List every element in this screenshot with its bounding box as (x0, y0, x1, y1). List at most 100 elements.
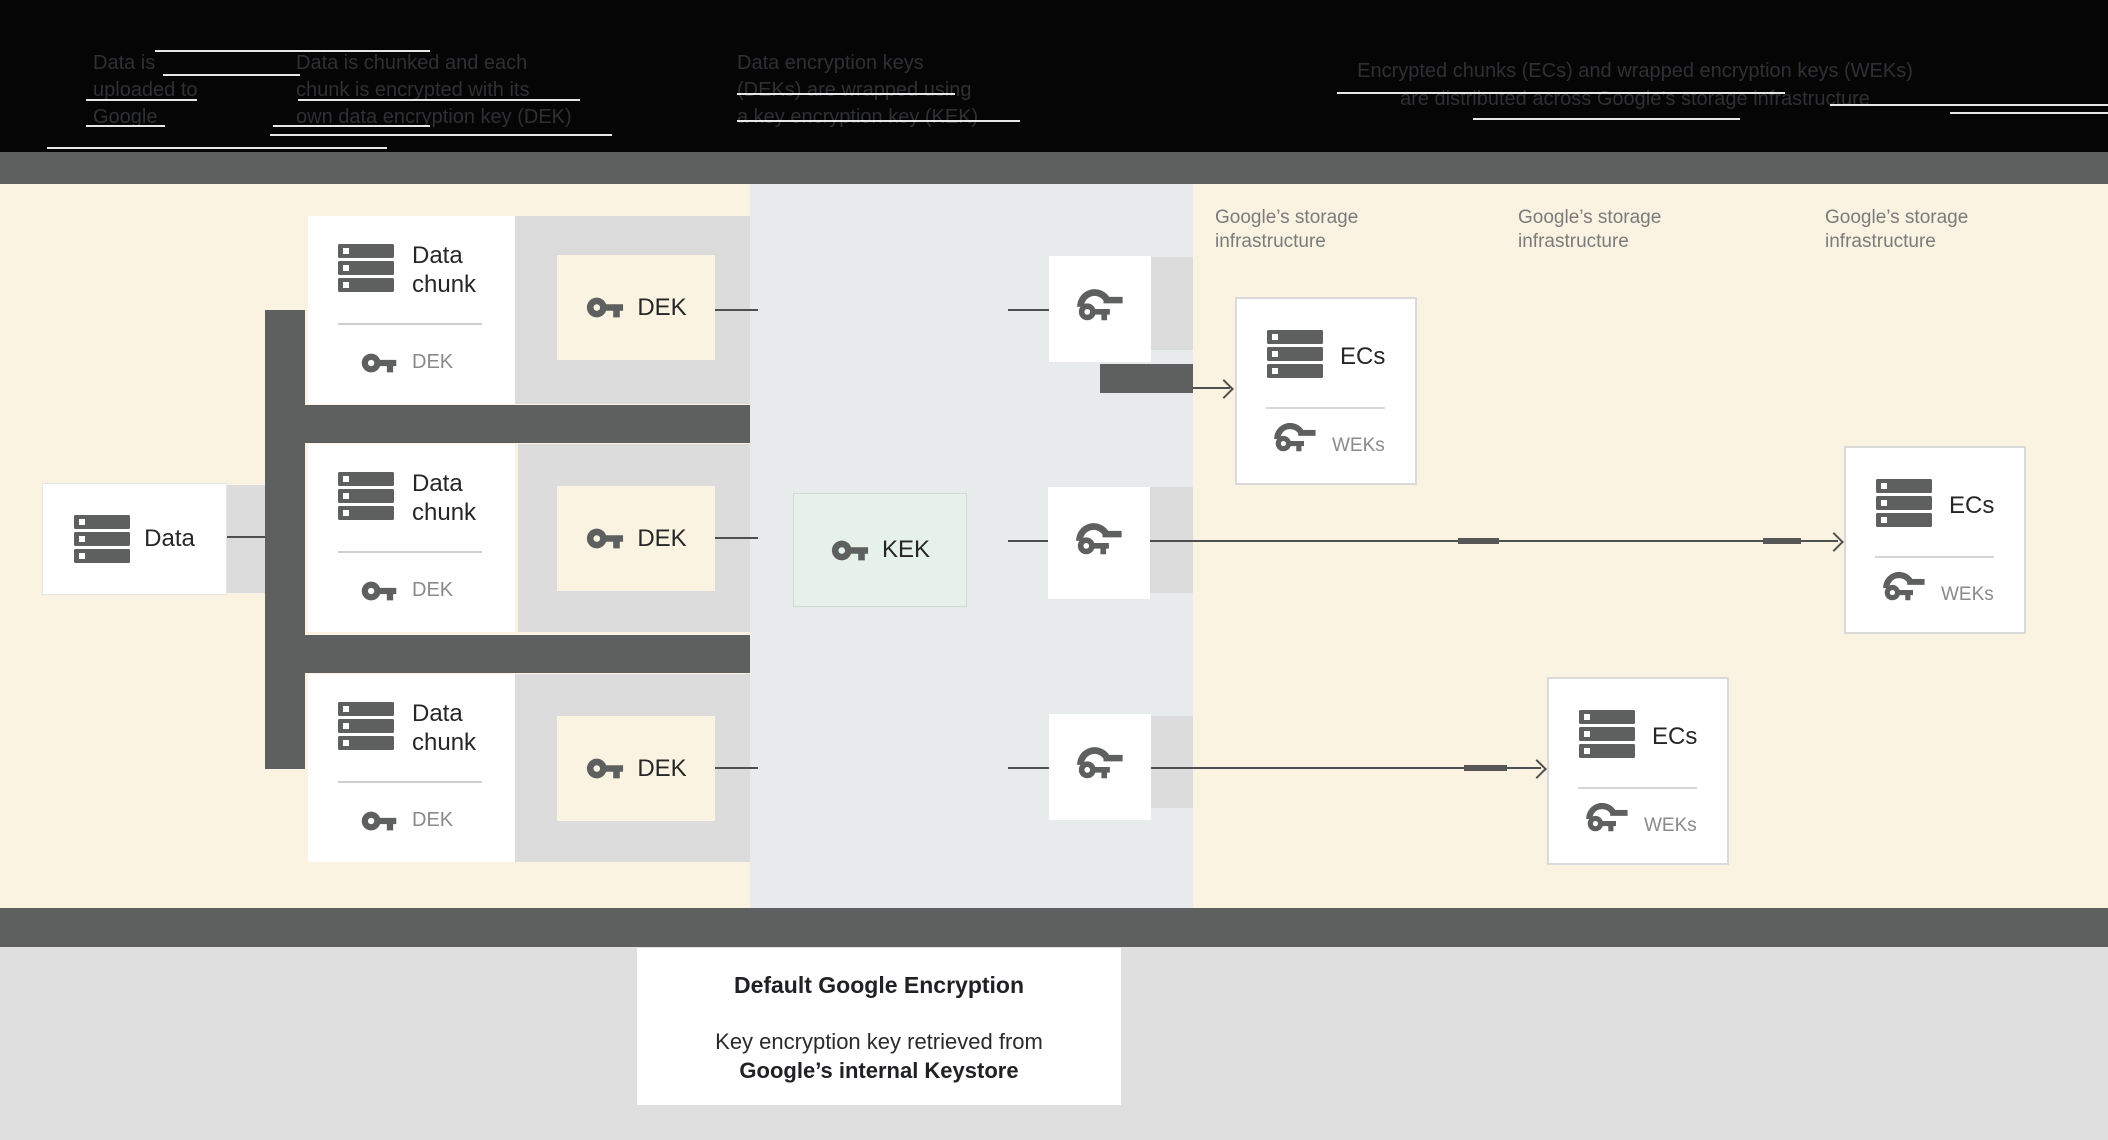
storage-infrastructure-label: Google’s storage infrastructure (1825, 206, 1968, 254)
chunk-title-line: Data (412, 470, 463, 497)
header-streak (86, 99, 197, 101)
chunk-key-label: DEK (412, 809, 454, 831)
data-icon (338, 244, 394, 292)
caption-title: Default Google Encryption (733, 972, 1025, 998)
header-streak (155, 50, 430, 52)
wrapped-key-icon (1273, 423, 1317, 459)
ecs-box: ECs WEKs (1547, 677, 1729, 865)
step-2-description: Data is chunked and each chunk is encryp… (296, 50, 572, 131)
header-streak (1950, 112, 2108, 114)
step-text-line: Data encryption keys (737, 52, 924, 74)
wrapped-key-icon (1585, 803, 1629, 839)
wrapped-key-output-bar (1100, 364, 1193, 393)
connector-strip (225, 485, 265, 593)
weks-label: WEKs (1644, 815, 1697, 836)
data-box-label: Data (144, 525, 195, 552)
chunk-title-line: chunk (412, 729, 477, 756)
ecs-title: ECs (1340, 343, 1386, 370)
line-thick-segment (1763, 538, 1801, 544)
key-icon (587, 758, 624, 779)
caption-line: Google’s internal Keystore (739, 1058, 1019, 1083)
weks-label: WEKs (1332, 435, 1385, 456)
header-streak (1473, 118, 1740, 120)
top-divider-band (0, 152, 2108, 184)
card-divider (338, 781, 482, 783)
card-divider (338, 551, 482, 553)
data-icon (1876, 479, 1932, 527)
ecs-title: ECs (1652, 723, 1698, 750)
connector-line (712, 767, 758, 769)
connector-strip (1150, 257, 1193, 350)
chunk-title: Data chunk (412, 241, 476, 299)
storage-label-line: infrastructure (1518, 231, 1629, 252)
key-icon (361, 811, 397, 831)
chunk-title-line: Data (412, 700, 463, 727)
connector-line (225, 536, 265, 538)
data-chunk-card: Data chunk DEK (308, 216, 515, 404)
card-divider (1875, 556, 1994, 558)
connector-line (713, 309, 758, 311)
step-text-line: Data is chunked and each (296, 52, 528, 74)
connector-line (1008, 540, 1048, 542)
data-icon (1267, 330, 1323, 378)
key-icon (361, 581, 397, 601)
header-streak (1337, 92, 1785, 94)
data-icon (338, 702, 394, 750)
header-streak (163, 74, 300, 76)
chunk-title-line: Data (412, 242, 463, 269)
dek-box: DEK (557, 716, 715, 821)
caption-box: Default Google Encryption Key encryption… (637, 948, 1121, 1105)
header-streak (737, 120, 1020, 122)
header-streak (1830, 104, 2108, 106)
connector-strip (1151, 716, 1193, 808)
step-text-line: (DEKs) are wrapped using (737, 79, 972, 101)
header-streak (298, 99, 580, 101)
wrapped-key-box (1048, 487, 1150, 599)
data-icon (74, 515, 131, 563)
data-chunk-card: Data chunk DEK (308, 674, 515, 862)
dek-box-label: DEK (637, 754, 687, 782)
arrow-line-to-ecs3 (1151, 767, 1541, 769)
storage-label-line: Google’s storage (1825, 207, 1969, 228)
connector-line (713, 537, 758, 539)
ecs-box: ECs WEKs (1235, 297, 1417, 485)
card-divider (1266, 407, 1385, 409)
chunk-title: Data chunk (412, 469, 476, 527)
step-text-line: uploaded to (93, 79, 198, 101)
chunk-key-label: DEK (412, 351, 454, 373)
step-text-line: chunk is encrypted with its (296, 79, 530, 101)
chunk-row-band (265, 405, 750, 443)
header-streak (86, 125, 165, 127)
wrapped-key-icon (1076, 747, 1124, 787)
header-streak (270, 134, 612, 136)
step-3-description: Data encryption keys (DEKs) are wrapped … (737, 50, 978, 131)
data-icon (338, 472, 394, 520)
dek-box-label: DEK (637, 293, 687, 321)
wrapped-key-icon (1076, 289, 1124, 329)
header-streak (273, 125, 430, 127)
caption-line: Key encryption key retrieved from (715, 1029, 1043, 1054)
line-thick-segment (1464, 765, 1507, 771)
wrapped-key-box (1049, 714, 1151, 820)
wrapped-key-icon (1075, 523, 1123, 563)
step-text-line: Google (93, 106, 158, 128)
chunk-title-line: chunk (412, 499, 477, 526)
step-text-line: Encrypted chunks (ECs) and wrapped encry… (1357, 60, 1913, 82)
storage-infrastructure-label: Google’s storage infrastructure (1518, 206, 1661, 254)
storage-label-line: Google’s storage (1518, 207, 1662, 228)
line-thick-segment (1458, 538, 1499, 544)
key-icon (361, 353, 397, 373)
ecs-title: ECs (1949, 492, 1995, 519)
step-text-line: own data encryption key (DEK) (296, 106, 572, 128)
kek-box-label: KEK (881, 536, 931, 563)
step-text-line: a key encryption key (KEK) (737, 106, 979, 128)
wrapped-key-icon (1882, 572, 1926, 608)
data-box: Data (42, 483, 227, 595)
step-text-line: Data is (93, 52, 156, 74)
header-streak (737, 93, 955, 95)
step-1-description: Data is uploaded to Google (93, 50, 198, 131)
ecs-box: ECs WEKs (1844, 446, 2026, 634)
wrapped-key-box (1049, 256, 1151, 362)
connector-line (1008, 309, 1049, 311)
